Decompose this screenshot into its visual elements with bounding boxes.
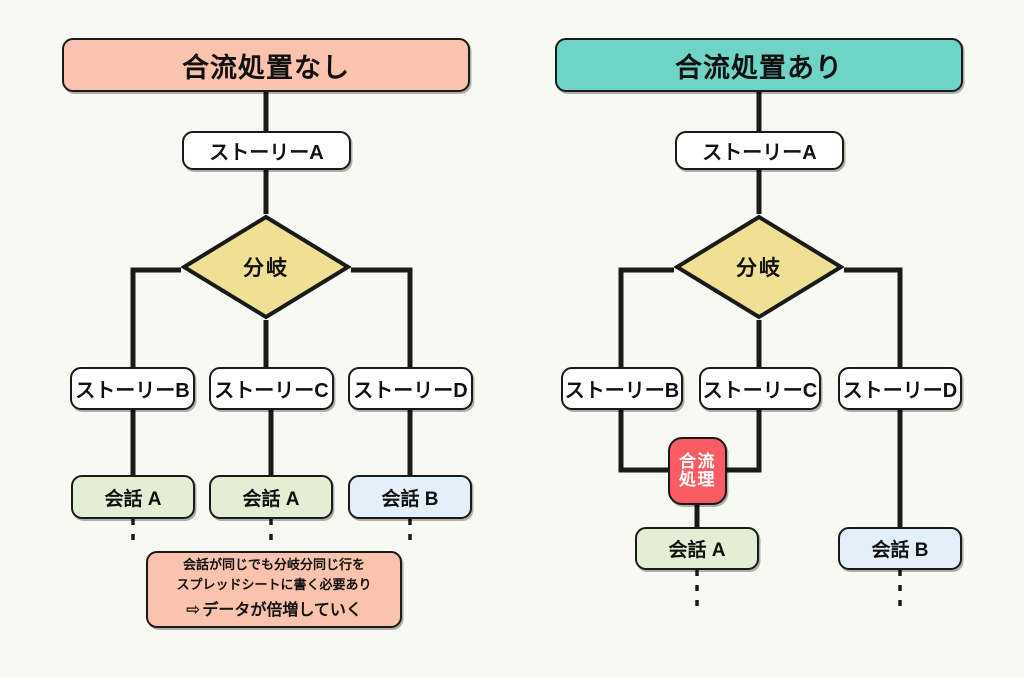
note-line-2: スプレッドシートに書く必要あり [176, 577, 372, 593]
diamond-shape [180, 214, 352, 320]
line-right-decision-to-storyD [844, 267, 903, 367]
right-node-story-d[interactable]: ストーリーD [838, 367, 962, 410]
note-line-1: 会話が同じでも分岐分同じ行を [182, 557, 365, 573]
right-decision-label: 分岐 [736, 257, 782, 280]
left-node-decision[interactable]: 分岐 [180, 214, 352, 320]
right-panel-header: 合流処置あり [555, 38, 963, 92]
left-node-story-d[interactable]: ストーリーD [348, 367, 473, 410]
left-note-callout: 会話が同じでも分岐分同じ行を スプレッドシートに書く必要あり ⇨データが倍増して… [146, 551, 402, 628]
left-node-story-b[interactable]: ストーリーB [70, 367, 195, 410]
line-left-decision-to-storyD [351, 267, 413, 367]
left-node-talk-a-1[interactable]: 会話 A [71, 475, 195, 519]
right-node-story-a[interactable]: ストーリーA [675, 131, 844, 170]
note-line-3-text: データが倍増していく [202, 602, 362, 620]
right-node-talk-b[interactable]: 会話 B [838, 527, 962, 570]
merge-label-line-1: 合流 [679, 451, 716, 471]
line-right-decision-to-storyB [618, 267, 674, 367]
right-node-merge-process[interactable]: 合流 処理 [668, 437, 727, 505]
line-left-decision-to-storyB [130, 267, 181, 367]
right-node-talk-a[interactable]: 会話 A [635, 527, 759, 570]
right-node-story-c[interactable]: ストーリーC [699, 367, 821, 410]
right-arrow-icon: ⇨ [186, 600, 201, 620]
left-node-talk-b[interactable]: 会話 B [348, 475, 472, 519]
left-node-talk-a-2[interactable]: 会話 A [209, 475, 333, 519]
merge-label-line-2: 処理 [679, 470, 716, 489]
left-decision-label: 分岐 [243, 257, 289, 280]
diamond-shape [673, 214, 845, 320]
right-node-story-b[interactable]: ストーリーB [561, 367, 683, 410]
left-panel-header: 合流処置なし [62, 38, 470, 92]
note-line-3: ⇨データが倍増していく [186, 596, 362, 624]
left-node-story-a[interactable]: ストーリーA [182, 131, 351, 170]
line-right-storyB-to-merge [618, 410, 672, 473]
right-node-decision[interactable]: 分岐 [673, 214, 845, 320]
line-right-storyC-to-merge [724, 410, 762, 473]
left-node-story-c[interactable]: ストーリーC [209, 367, 334, 410]
